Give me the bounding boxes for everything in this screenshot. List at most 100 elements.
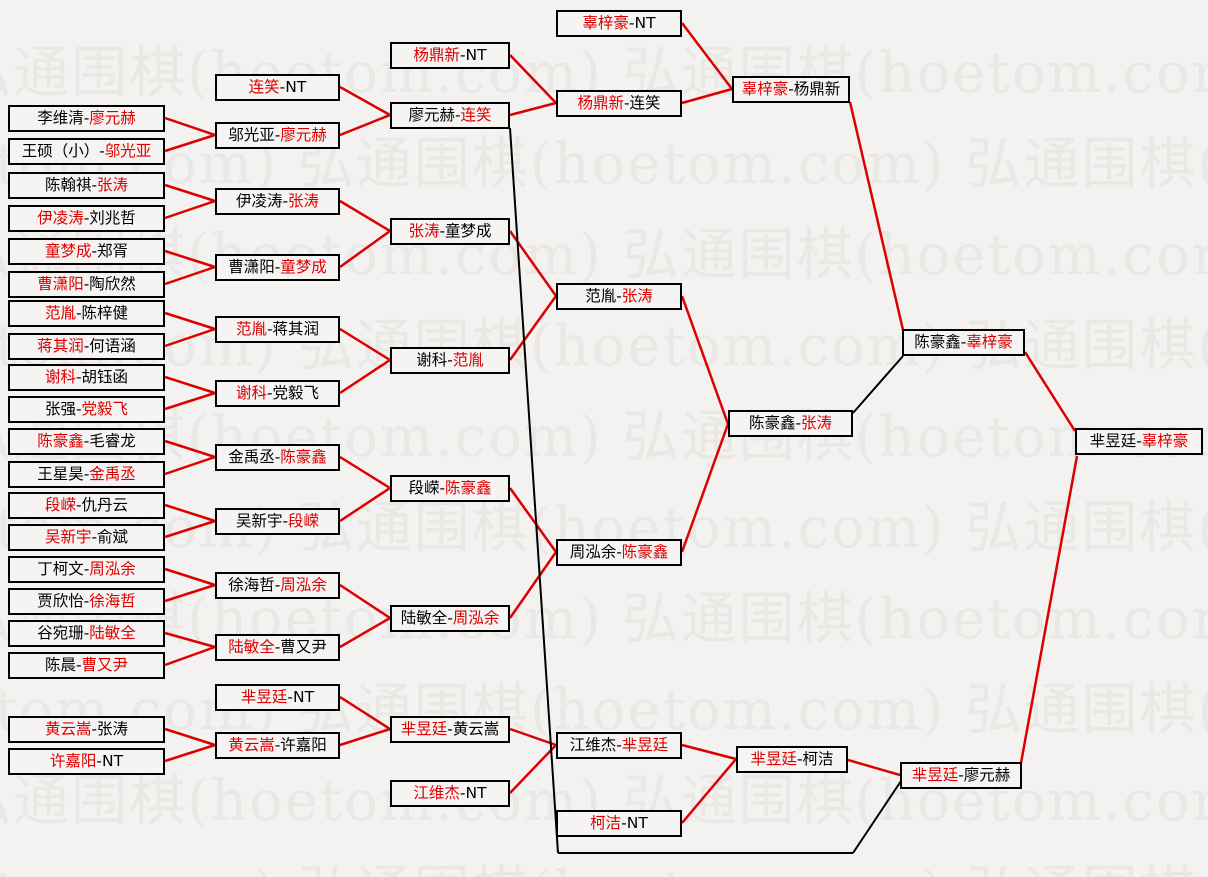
player-name: 范胤 <box>452 350 484 369</box>
winner-line <box>339 113 391 137</box>
winner-line <box>339 583 391 620</box>
player-name: 谢科 <box>416 350 448 369</box>
winner-line <box>339 695 391 731</box>
match-box: 黄云嵩-张涛 <box>8 716 165 743</box>
player-name: 陶欣然 <box>89 274 136 293</box>
player-name: 黄云嵩 <box>228 735 275 754</box>
player-name: 陈豪鑫 <box>748 413 796 432</box>
player-name: 伊凌涛 <box>37 208 84 227</box>
winner-line <box>508 551 558 619</box>
winner-line <box>680 423 730 553</box>
vs-dash: - <box>83 431 90 450</box>
player-name: 邬光亚 <box>104 141 152 160</box>
winner-line <box>164 439 216 459</box>
match-box: 李维清-廖元赫 <box>8 105 165 132</box>
vs-dash: - <box>96 751 103 770</box>
winner-line <box>164 391 216 411</box>
winner-line <box>339 455 391 490</box>
winner-line <box>164 743 216 763</box>
player-name: 邬光亚 <box>228 125 275 144</box>
player-name: 胡钰函 <box>81 367 129 386</box>
player-name: 芈昱廷 <box>1089 431 1137 450</box>
vs-dash: - <box>274 575 281 594</box>
vs-dash: - <box>274 447 281 466</box>
player-name: 吴新宇 <box>235 511 283 530</box>
vs-dash: - <box>958 765 964 784</box>
vs-dash: - <box>616 286 622 305</box>
vs-dash: - <box>788 79 794 98</box>
vs-dash: - <box>83 274 90 293</box>
player-name: 金禹丞 <box>89 464 136 483</box>
player-name: 廖元赫 <box>89 108 136 127</box>
match-box: 吴新宇-段嵘 <box>215 508 340 535</box>
winner-line <box>1019 455 1079 764</box>
player-name: 张强 <box>44 399 76 418</box>
player-name: 周泓余 <box>280 575 327 594</box>
watermark-text: 弘通围棋(hoetom.com) 弘通围棋(hoetom.com) 弘通围棋(h… <box>0 587 1208 652</box>
player-name: 张涛 <box>97 175 129 194</box>
match-box: 丁柯文-周泓余 <box>8 556 165 583</box>
vs-dash: - <box>75 655 82 674</box>
vs-dash: - <box>447 719 453 738</box>
loser-line <box>852 355 904 414</box>
player-name: 王硕（小） <box>21 141 100 160</box>
player-name: 辜梓豪 <box>966 332 1013 351</box>
winner-line <box>847 758 901 777</box>
player-name: 郑胥 <box>97 241 129 260</box>
vs-dash: - <box>266 383 273 402</box>
winner-line <box>681 87 733 105</box>
vs-dash: - <box>616 735 622 754</box>
player-name: 张涛 <box>97 719 129 738</box>
match-box: 吴新宇-俞斌 <box>8 524 165 551</box>
player-name: 曹又尹 <box>81 655 129 674</box>
player-name: 杨鼎新 <box>577 93 624 112</box>
player-name: 江维杰 <box>413 783 460 802</box>
match-box: 陈豪鑫-张涛 <box>728 410 853 437</box>
match-box: 芈昱廷-廖元赫 <box>900 762 1022 789</box>
winner-line <box>339 486 391 523</box>
vs-dash: - <box>623 93 630 112</box>
match-box: 童梦成-郑胥 <box>8 238 165 265</box>
vs-dash: - <box>75 303 82 322</box>
winner-line <box>680 295 730 425</box>
vs-dash: - <box>616 542 622 561</box>
vs-dash: - <box>282 511 289 530</box>
player-name: 陈梓健 <box>81 303 129 322</box>
vs-dash: - <box>83 623 90 642</box>
player-name: 廖元赫 <box>963 765 1011 784</box>
vs-dash: - <box>628 13 635 32</box>
vs-dash: - <box>459 45 466 64</box>
winner-line <box>508 487 558 553</box>
vs-dash: - <box>621 813 627 832</box>
match-box: 芈昱廷-柯洁 <box>736 746 848 773</box>
player-name: 杨鼎新 <box>413 45 460 64</box>
player-name: NT <box>465 783 487 802</box>
watermark-text: 弘通围棋(hoetom.com) 弘通围棋(hoetom.com) 弘通围棋(h… <box>0 223 1208 288</box>
player-name: NT <box>293 687 315 706</box>
winner-line <box>164 327 216 348</box>
match-box: 贾欣怡-徐海哲 <box>8 588 165 615</box>
watermark-text: 弘通围棋(hoetom.com) 弘通围棋(hoetom.com) 弘通围棋(h… <box>0 405 1208 470</box>
player-name: 许嘉阳 <box>280 735 327 754</box>
player-name: NT <box>465 45 487 64</box>
player-name: 范胤 <box>44 303 76 322</box>
match-box: 廖元赫-连笑 <box>390 102 510 129</box>
player-name: 连笑 <box>460 105 492 124</box>
player-name: 谷宛珊 <box>37 623 84 642</box>
player-name: 连笑 <box>248 77 280 96</box>
player-name: 刘兆哲 <box>89 208 136 227</box>
match-box: 杨鼎新-连笑 <box>556 90 682 117</box>
player-name: 辜梓豪 <box>741 79 789 98</box>
match-box: 周泓余-陈豪鑫 <box>556 539 682 566</box>
player-name: 张涛 <box>288 191 320 210</box>
winner-line <box>681 743 737 761</box>
vs-dash: - <box>274 637 281 656</box>
match-box: 曹潇阳-童梦成 <box>215 254 340 281</box>
player-name: 芈昱廷 <box>750 749 797 768</box>
player-name: 蒋其润 <box>272 319 320 338</box>
vs-dash: - <box>83 591 90 610</box>
player-name: 谢科 <box>44 367 76 386</box>
player-name: 张涛 <box>621 286 653 305</box>
vs-dash: - <box>99 141 105 160</box>
